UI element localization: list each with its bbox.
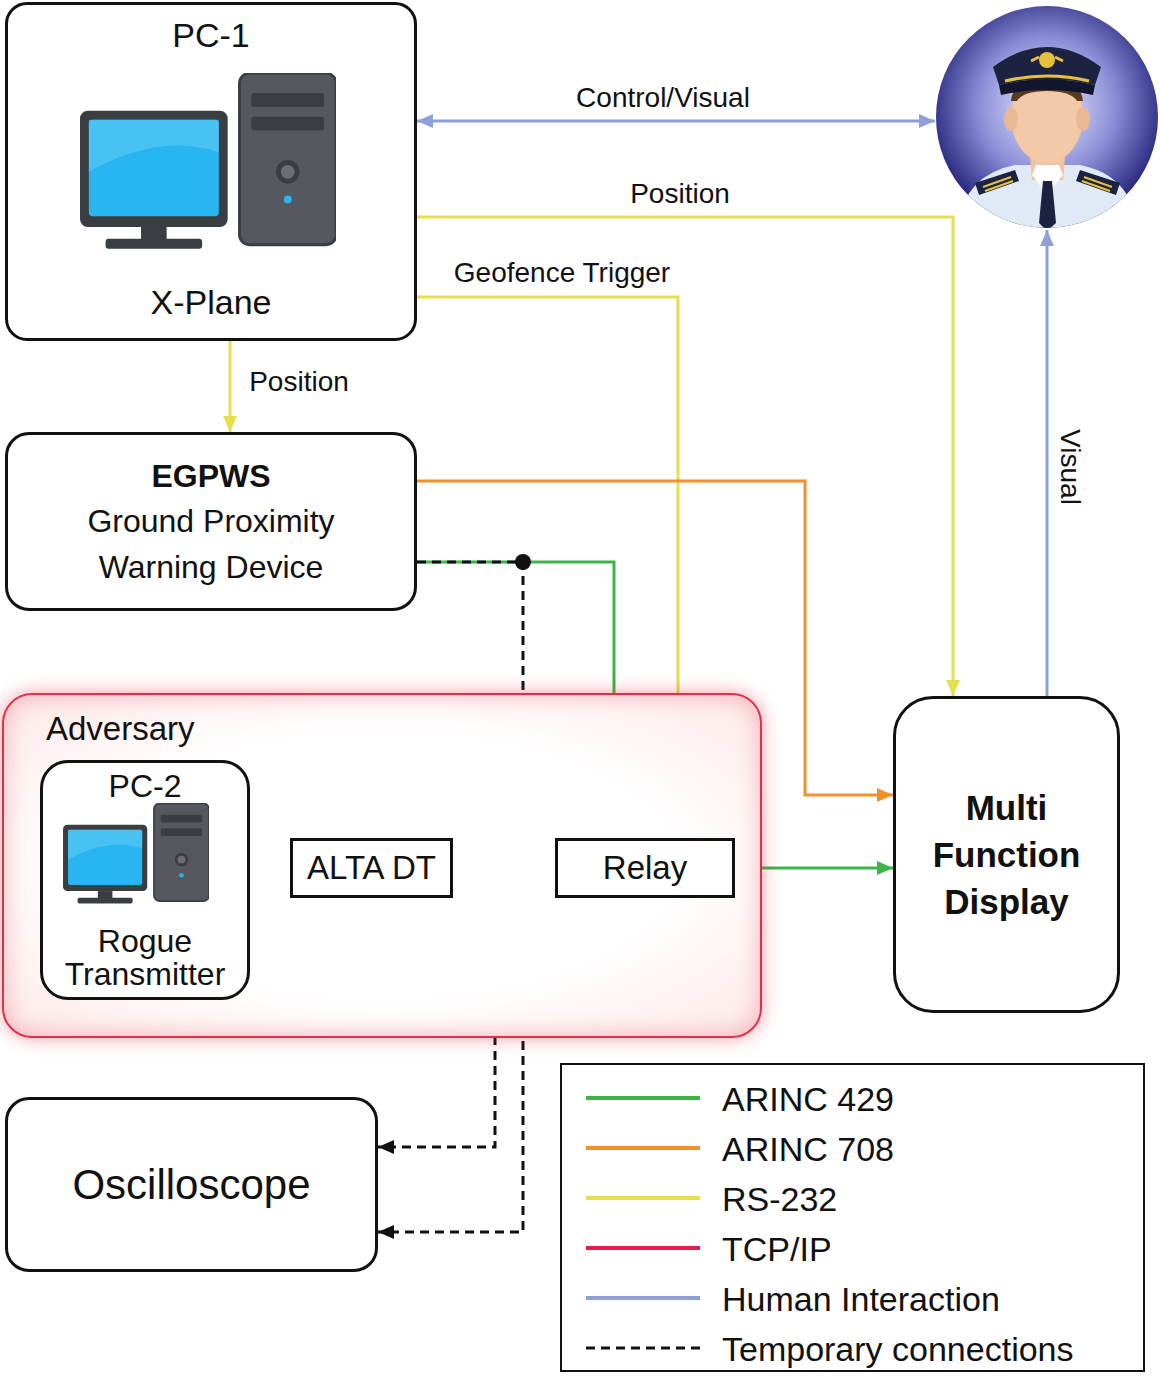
node-title: PC-2 [109,767,182,805]
node-title: Adversary [46,709,195,749]
legend-swatch [586,1146,700,1150]
legend-box: ARINC 429ARINC 708RS-232TCP/IP Human Inte… [560,1063,1145,1372]
interface-box: ALTA DT [290,838,453,898]
pilot-avatar [935,5,1160,230]
node-title: Relay [603,848,687,888]
legend-dash-sample [586,1345,700,1351]
legend-row: ARINC 708 [562,1127,1143,1171]
signal-connector [229,341,232,432]
edge-label: Control/Visual [576,82,750,114]
legend-row: Temporary connections [562,1327,1143,1371]
edge-label: Position [249,366,349,398]
relay-box: Relay [555,838,735,898]
device-box: EGPWSGround Proximity Warning Device [5,432,417,611]
legend-row: TCP/IP [562,1227,1143,1271]
node-title: Multi Function Display [912,784,1102,925]
signal-connector [417,217,953,696]
pilot-illustration [935,5,1160,234]
node-title: Oscilloscope [72,1160,310,1210]
legend-row: RS-232 [562,1177,1143,1221]
legend-text: Temporary connections [722,1329,1074,1369]
adversary-region: AdversaryPC-2Rogue Transmitter ALTA DT Rel… [2,693,762,1038]
legend-text: Human Interaction [722,1279,1000,1319]
signal-connector [417,120,935,123]
computer-box: PC-2Rogue Transmitter [40,760,250,1000]
node-body: Ground Proximity Warning Device [46,498,376,590]
computer-icon [63,803,209,909]
node-title: ALTA DT [307,848,436,888]
node-body: Rogue Transmitter [47,925,243,991]
junction-dot [515,554,531,570]
legend-text: ARINC 708 [722,1129,894,1169]
legend-swatch [586,1096,700,1100]
legend-text: ARINC 429 [722,1079,894,1119]
computer-box: PC-1X-Plane [5,2,417,341]
node-body: X-Plane [151,280,272,324]
edge-label: Position [630,178,730,210]
legend-swatch [586,1196,700,1200]
legend-row: ARINC 429 [562,1077,1143,1121]
computer-icon [80,73,336,255]
instrument-box: Oscilloscope [5,1097,378,1272]
edge-label: Visual [1054,429,1086,505]
legend-row: Human Interaction [562,1277,1143,1321]
legend-swatch [586,1246,700,1250]
legend-swatch [586,1296,700,1300]
signal-connector [1046,230,1049,696]
display-box: Multi Function Display [893,696,1120,1013]
node-title: PC-1 [172,13,249,57]
node-title: EGPWS [151,454,270,498]
legend-text: TCP/IP [722,1229,832,1269]
legend-text: RS-232 [722,1179,837,1219]
edge-label: Geofence Trigger [454,257,670,289]
